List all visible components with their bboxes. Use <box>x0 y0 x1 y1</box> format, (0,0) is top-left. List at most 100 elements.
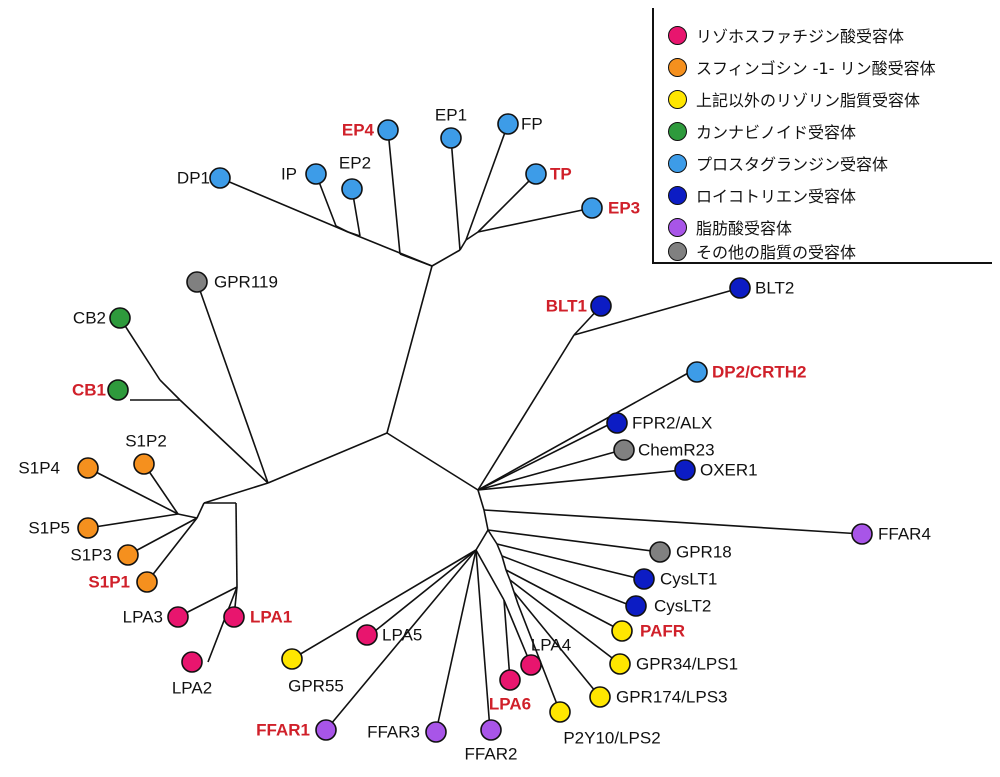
tree-branch <box>386 265 433 434</box>
leaf-gpr174: GPR174/LPS3 <box>589 686 728 708</box>
leaf-ep2: EP2 <box>339 154 371 200</box>
leaf-gpr18: GPR18 <box>649 541 732 563</box>
leaf-label: LPA3 <box>123 608 163 627</box>
leaf-ep1: EP1 <box>435 106 467 149</box>
tree-branch <box>159 379 181 401</box>
legend-label: ロイコトリエン受容体 <box>696 187 857 206</box>
tree-branch <box>475 529 489 551</box>
leaf-ffar3: FFAR3 <box>367 721 447 743</box>
tree-branch <box>475 549 505 601</box>
tree-branch <box>477 173 537 233</box>
tree-branch <box>87 513 179 529</box>
leaf-marker <box>107 379 129 401</box>
leaf-label: CB1 <box>72 381 106 400</box>
legend-swatch <box>668 153 687 173</box>
leaf-marker <box>590 295 612 317</box>
leaf-marker <box>549 701 571 723</box>
leaf-s1p1: S1P1 <box>88 571 158 593</box>
leaf-blt2: BLT2 <box>729 277 794 299</box>
legend-item: プロスタグランジン受容体 <box>668 150 888 176</box>
tree-branch <box>573 287 741 336</box>
leaf-ep4: EP4 <box>342 119 399 141</box>
tree-branch <box>509 579 621 665</box>
tree-branch <box>503 599 511 681</box>
legend-item: 脂肪酸受容体 <box>668 214 792 240</box>
tree-branch <box>477 469 684 491</box>
tree-branch <box>369 549 477 636</box>
leaf-label: FPR2/ALX <box>632 414 712 433</box>
tree-branch <box>87 467 179 515</box>
leaf-lpa6: LPA6 <box>489 669 531 714</box>
leaf-marker <box>305 163 327 185</box>
legend-item: リゾホスファチジン酸受容体 <box>668 22 904 48</box>
legend-label: スフィンゴシン -1- リン酸受容体 <box>696 59 936 78</box>
leaf-marker <box>425 721 447 743</box>
leaf-label: GPR55 <box>288 677 344 696</box>
tree-branch <box>477 207 593 233</box>
tree-branch <box>196 502 205 519</box>
legend-swatch <box>668 89 687 109</box>
leaf-blt1: BLT1 <box>546 295 612 317</box>
leaf-marker <box>223 606 245 628</box>
leaf-oxer1: OXER1 <box>674 459 758 481</box>
leaf-dp1: DP1 <box>177 167 231 189</box>
leaf-label: LPA5 <box>382 626 422 645</box>
leaf-marker <box>356 624 378 646</box>
leaf-ffar2: FFAR2 <box>465 719 517 764</box>
tree-branch <box>267 432 388 484</box>
leaf-label: FFAR1 <box>256 721 310 740</box>
leaf-marker <box>77 517 99 539</box>
tree-branch <box>325 549 477 731</box>
leaf-label: DP1 <box>177 169 210 188</box>
leaf-marker <box>109 307 131 329</box>
leaf-label: EP4 <box>342 121 375 140</box>
legend-swatch <box>668 185 687 205</box>
leaf-label: BLT1 <box>546 297 587 316</box>
leaf-gpr55: GPR55 <box>281 648 344 696</box>
leaf-label: CysLT2 <box>654 597 711 616</box>
leaf-marker <box>167 606 189 628</box>
tree-branch <box>177 586 238 618</box>
tree-branch <box>119 317 161 381</box>
leaf-marker <box>377 119 399 141</box>
tree-branch <box>483 509 489 531</box>
leaf-marker <box>674 459 696 481</box>
legend-item: カンナビノイド受容体 <box>668 118 856 144</box>
tree-branch <box>465 123 509 241</box>
leaf-marker <box>606 412 628 434</box>
tree-branch <box>459 239 467 251</box>
leaf-marker <box>581 197 603 219</box>
legend-item: その他の脂質の受容体 <box>668 238 856 264</box>
leaf-dp2: DP2/CRTH2 <box>686 361 806 383</box>
leaf-marker <box>851 523 873 545</box>
legend-label: 脂肪酸受容体 <box>696 219 793 238</box>
leaf-label: PAFR <box>640 622 685 641</box>
leaf-label: S1P2 <box>125 432 167 451</box>
leaf-cb2: CB2 <box>73 307 131 329</box>
legend-swatch <box>668 57 687 77</box>
leaf-marker <box>611 620 633 642</box>
leaf-s1p5: S1P5 <box>28 517 99 539</box>
leaf-label: S1P5 <box>28 519 70 538</box>
leaf-cb1: CB1 <box>72 379 129 401</box>
leaf-marker <box>136 571 158 593</box>
leaf-gpr119: GPR119 <box>186 271 278 293</box>
leaf-marker <box>186 271 208 293</box>
leaf-label: FP <box>521 115 543 134</box>
legend-label: プロスタグランジン受容体 <box>696 155 889 174</box>
leaf-marker <box>609 653 631 675</box>
leaf-lpa1: LPA1 <box>223 606 292 628</box>
leaf-marker <box>499 669 521 691</box>
leaf-label: CB2 <box>73 309 106 328</box>
leaf-label: IP <box>281 165 297 184</box>
leaf-lpa3: LPA3 <box>123 606 189 628</box>
tree-branch <box>179 399 269 484</box>
tree-branch <box>465 231 479 241</box>
leaf-s1p4: S1P4 <box>18 457 99 479</box>
legend-item: ロイコトリエン受容体 <box>668 182 856 208</box>
leaf-label: DP2/CRTH2 <box>712 363 806 382</box>
leaf-label: GPR174/LPS3 <box>616 688 728 707</box>
leaf-lpa4: LPA4 <box>520 636 571 676</box>
leaf-ep3: EP3 <box>581 197 640 219</box>
leaf-label: P2Y10/LPS2 <box>563 729 660 748</box>
